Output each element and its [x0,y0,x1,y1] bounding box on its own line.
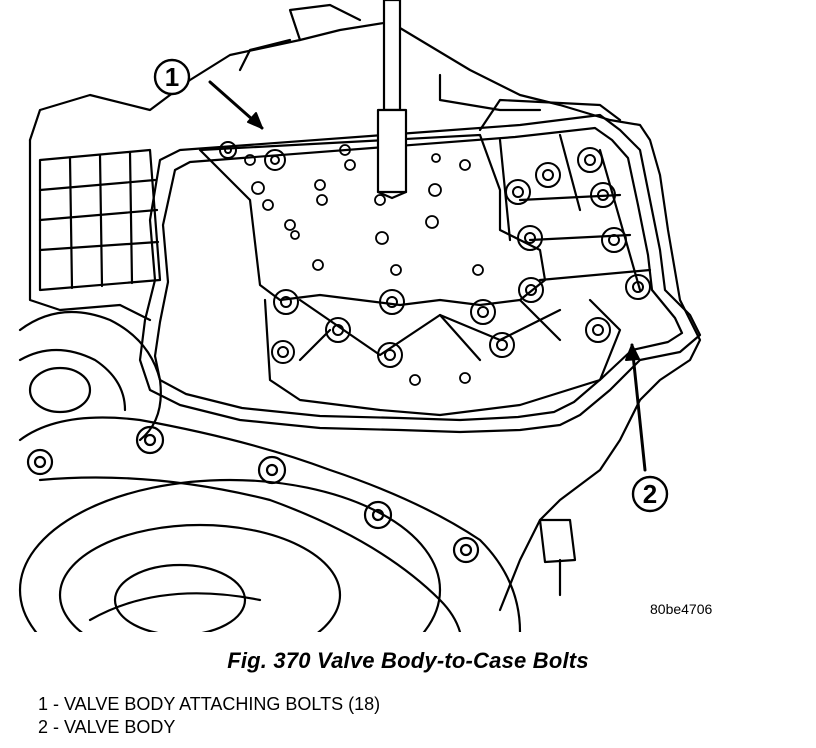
legend: 1 - VALVE BODY ATTACHING BOLTS (18) 2 - … [38,693,380,739]
legend-item-2: 2 - VALVE BODY [38,717,176,737]
callout-1-number: 1 [165,62,179,92]
plate-holes [244,144,484,386]
image-code: 80be4706 [650,601,713,617]
callout-1: 1 [153,58,264,130]
legend-item-1: 1 - VALVE BODY ATTACHING BOLTS (18) [38,694,381,714]
callout-2-number: 2 [643,479,657,509]
valve-body-illustration: 1 2 80be4706 [18,0,713,632]
figure-caption: Fig. 370 Valve Body-to-Case Bolts [227,648,589,673]
valve-body-plate [198,98,652,417]
callout-2: 2 [625,343,669,513]
transmission-case [18,3,702,612]
valve-body-bolts [219,141,651,368]
bellhousing [18,416,577,632]
valve-body-gasket-rail [138,113,702,434]
torque-driver [376,0,408,200]
